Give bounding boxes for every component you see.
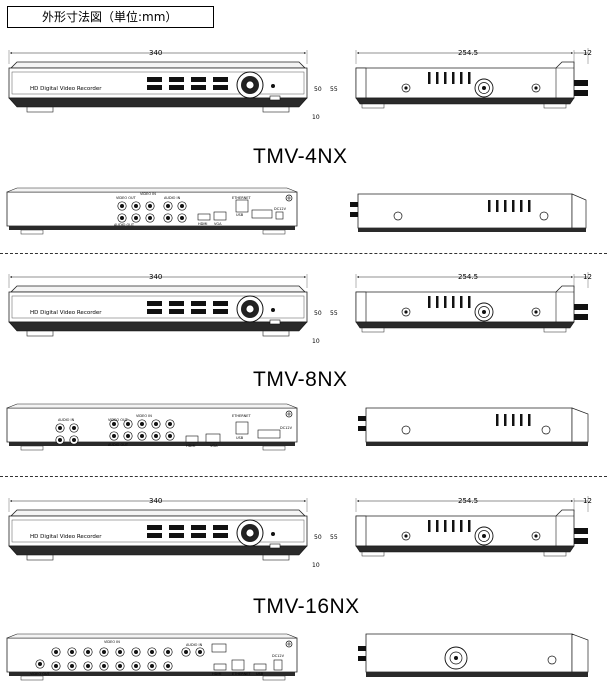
section-separator	[0, 253, 607, 254]
knob-dim-label: 12	[583, 497, 592, 505]
knob-dim-label: 12	[583, 273, 592, 281]
video-out-label: VIDEO OUT	[108, 418, 128, 422]
dc12v-label: DC12V	[280, 426, 292, 430]
rear-connectors-4nx	[117, 199, 284, 223]
model-label-8nx: TMV-8NX	[253, 368, 348, 391]
dc12v-label: DC12V	[274, 207, 286, 211]
hdmi-label: HDMI	[186, 444, 196, 448]
height-b-label: 55	[330, 534, 338, 541]
depth-dim-label: 254.5	[458, 49, 479, 57]
hdmi-label: HDMI	[198, 222, 208, 226]
height-a-label: 50	[314, 310, 322, 317]
knob-dim-label: 12	[583, 49, 592, 57]
depth-dim-label: 254.5	[458, 273, 479, 281]
audio-in-label: AUDIO IN	[186, 643, 203, 647]
rear-side-8nx	[358, 407, 589, 446]
width-dim-label: 340	[149, 49, 163, 57]
audio-in-label: AUDIO IN	[164, 196, 181, 200]
height-b-label: 55	[330, 86, 338, 93]
usb-label: USB	[236, 213, 244, 217]
brand-label: HD Digital Video Recorder	[30, 534, 102, 540]
height-b-label: 55	[330, 310, 338, 317]
width-dim-label: 340	[149, 273, 163, 281]
ethernet-label: ETHERNET	[232, 672, 251, 676]
depth-dim-label: 254.5	[458, 497, 479, 505]
rear-side-16nx	[358, 633, 589, 677]
rear-side-4nx	[350, 193, 587, 232]
width-dim-label: 340	[149, 497, 163, 505]
audio-out-label: AUDIO OUT	[114, 223, 135, 227]
brand-label: HD Digital Video Recorder	[30, 310, 102, 316]
video-out-label: VIDEO OUT	[30, 672, 50, 676]
usb-label: USB	[256, 672, 264, 676]
hdmi-label: HDMI	[212, 672, 222, 676]
model-label-4nx: TMV-4NX	[253, 145, 348, 168]
brand-label: HD Digital Video Recorder	[30, 86, 102, 92]
section-separator	[0, 476, 607, 477]
audio-out-label: AUDIO OUT	[108, 443, 129, 447]
usb-label: USB	[236, 436, 244, 440]
height-a-label: 50	[314, 534, 322, 541]
rear-connectors-16nx	[35, 643, 283, 671]
video-out-label: VIDEO OUT	[116, 196, 136, 200]
video-in-label: VIDEO IN	[104, 640, 120, 644]
ethernet-label: ETHERNET	[232, 196, 251, 200]
model-label-16nx: TMV-16NX	[253, 595, 360, 618]
audio-in-label: AUDIO IN	[58, 418, 75, 422]
video-in-label: VIDEO IN	[140, 192, 156, 196]
foot-dim-label: 10	[312, 114, 320, 121]
foot-dim-label: 10	[312, 338, 320, 345]
foot-dim-label: 10	[312, 562, 320, 569]
page-title: 外形寸法図（単位:mm）	[7, 6, 214, 28]
rear-connectors-8nx	[55, 419, 281, 445]
ethernet-label: ETHERNET	[232, 414, 251, 418]
vga-label: VGA	[210, 444, 218, 448]
vga-label: VGA	[214, 222, 222, 226]
video-in-label: VIDEO IN	[136, 414, 152, 418]
height-a-label: 50	[314, 86, 322, 93]
dc12v-label: DC12V	[272, 654, 284, 658]
